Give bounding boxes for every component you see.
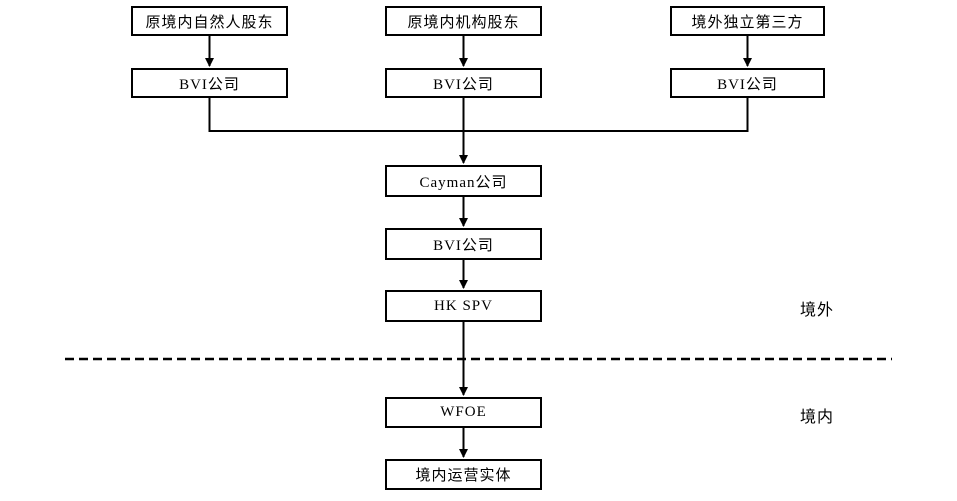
node-label: WFOE (440, 404, 487, 420)
node-cayman-company: Cayman公司 (385, 165, 542, 197)
node-original-domestic-institutional-shareholders: 原境内机构股东 (385, 6, 542, 36)
label-offshore: 境外 (800, 302, 835, 319)
node-wfoe: WFOE (385, 397, 542, 428)
node-bvi-company-right: BVI公司 (670, 68, 825, 98)
node-bvi-company-left: BVI公司 (131, 68, 288, 98)
node-label: Cayman公司 (419, 174, 508, 191)
label-onshore: 境内 (800, 409, 835, 426)
node-original-domestic-natural-person-shareholders: 原境内自然人股东 (131, 6, 288, 36)
node-label: BVI公司 (433, 76, 494, 93)
node-bvi-company-middle: BVI公司 (385, 68, 542, 98)
node-bvi-company-lower: BVI公司 (385, 228, 542, 260)
node-label: 境内运营实体 (415, 468, 512, 484)
node-label: HK SPV (434, 297, 493, 314)
node-domestic-operating-entity: 境内运营实体 (385, 459, 542, 490)
node-label: BVI公司 (717, 76, 778, 93)
node-hk-spv: HK SPV (385, 290, 542, 322)
node-offshore-independent-third-party: 境外独立第三方 (670, 6, 825, 36)
node-label: BVI公司 (179, 76, 240, 93)
node-label: BVI公司 (433, 237, 494, 254)
node-label: 原境内自然人股东 (145, 14, 274, 31)
node-label: 原境内机构股东 (407, 14, 520, 31)
node-label: 境外独立第三方 (691, 14, 804, 31)
